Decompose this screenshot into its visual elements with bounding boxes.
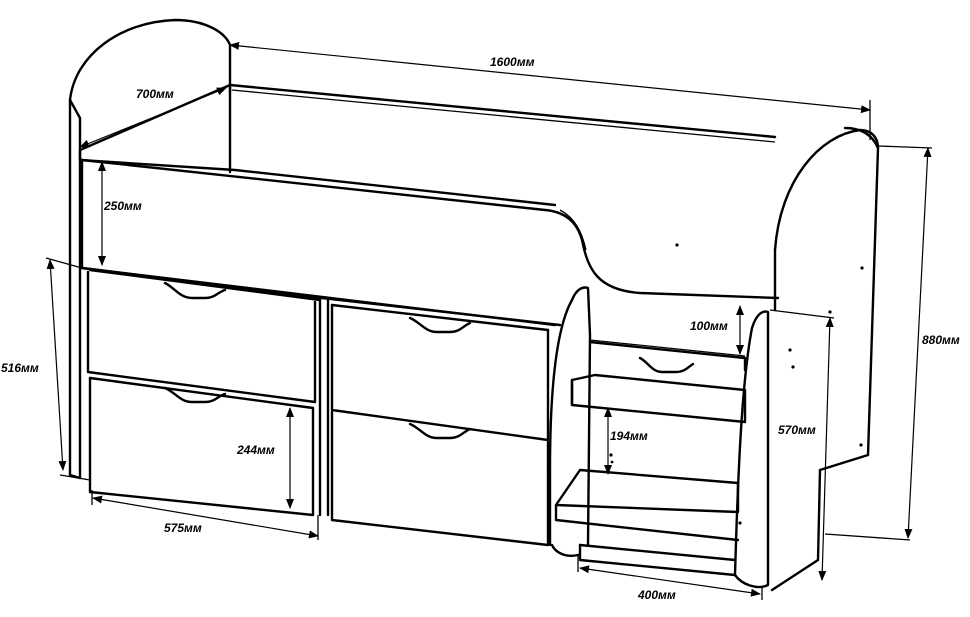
label-drawer-width: 575мм — [164, 521, 202, 535]
dimension-front-height: 516мм — [1, 257, 91, 481]
dimension-step-height: 194мм — [604, 407, 648, 475]
dimension-ladder-height: 570мм — [769, 309, 835, 581]
dimension-depth: 700мм — [79, 87, 227, 148]
ladder — [548, 286, 770, 589]
label-total-height: 880мм — [922, 333, 960, 347]
dimension-total-height: 880мм — [824, 145, 960, 541]
drawer-under-ladder — [588, 340, 747, 374]
label-front-height: 516мм — [1, 361, 39, 375]
label-depth: 700мм — [136, 87, 174, 101]
dimension-length: 1600мм — [229, 41, 871, 140]
dimension-ladder-width: 400мм — [577, 555, 763, 602]
label-ladder-width: 400мм — [637, 588, 676, 602]
label-step-height: 194мм — [610, 429, 648, 443]
label-guard-height: 250мм — [103, 199, 142, 213]
drawer-bottom-right — [330, 410, 550, 547]
dimension-step-gap: 100мм — [690, 305, 744, 355]
drawer-bottom-left — [88, 376, 315, 517]
label-step-gap: 100мм — [690, 319, 728, 333]
label-drawer-height: 244мм — [236, 443, 275, 457]
dimension-drawer-width: 575мм — [91, 490, 319, 540]
top-frame — [78, 83, 777, 207]
label-length: 1600мм — [490, 55, 535, 69]
label-ladder-height: 570мм — [778, 423, 816, 437]
dimension-guard-height: 250мм — [98, 161, 142, 266]
right-footboard — [675, 126, 880, 592]
front-guard-rail — [80, 158, 780, 327]
bed-body — [80, 266, 746, 517]
left-headboard — [68, 18, 232, 480]
drawer-top-left — [86, 270, 317, 404]
drawer-top-right — [330, 303, 550, 442]
dimension-drawer-height: 244мм — [236, 407, 294, 509]
